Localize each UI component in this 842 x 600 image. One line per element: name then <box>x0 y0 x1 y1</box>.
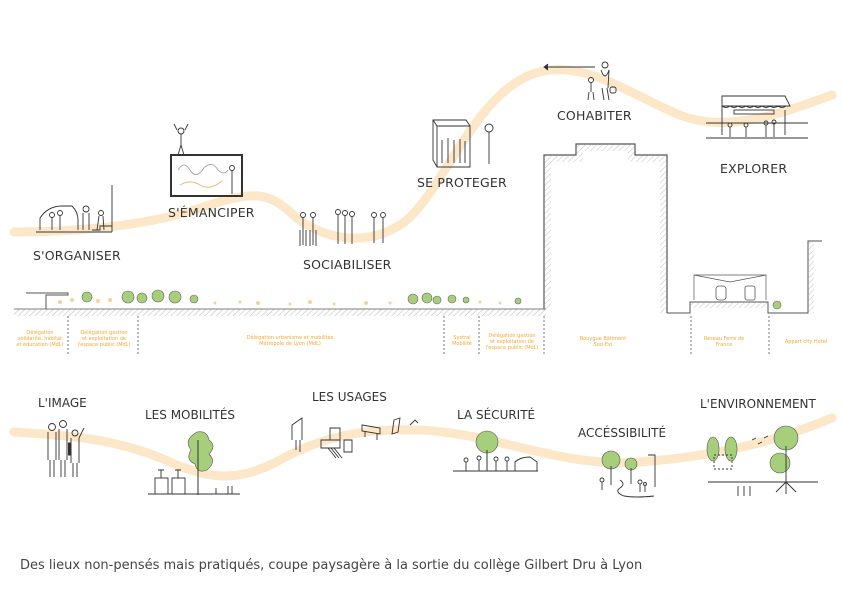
theme-label-emanciper: S'ÉMANCIPER <box>168 205 255 220</box>
bottom-ribbon-curve <box>9 413 837 481</box>
zone-label-rff: Réseau Ferré de France <box>703 336 745 348</box>
zone-label-gestion-1: Délégation gestion et exploitation de l'… <box>77 330 131 348</box>
environnement-illustration <box>706 425 818 496</box>
usages-illustration <box>291 417 419 459</box>
zone-label-bouygue: Bouygue Bâtiment Sud-Est <box>579 336 627 348</box>
theme-label-proteger: SE PROTEGER <box>417 175 507 190</box>
zone-dividers <box>67 316 770 355</box>
ground-flowers <box>58 298 502 306</box>
securite-illustration <box>453 430 538 472</box>
mobilites-illustration <box>148 431 240 495</box>
theme-label-explorer: EXPLORER <box>720 161 788 176</box>
zone-label-solidarite: Délégation solidarité, habitat et éducat… <box>16 330 64 348</box>
theme-label-securite: LA SÉCURITÉ <box>457 408 536 422</box>
image-illustration <box>47 420 85 477</box>
railway-section <box>667 240 822 314</box>
theme-label-image: L'IMAGE <box>38 396 87 410</box>
theme-label-organiser: S'ORGANISER <box>33 248 121 263</box>
ground-section <box>14 292 546 316</box>
sociabiliser-illustration <box>299 209 386 246</box>
zone-label-urbanisme: Délégation urbanisme et mobilités Métrop… <box>246 335 334 347</box>
theme-label-sociabiliser: SOCIABILISER <box>303 257 392 272</box>
ground-vegetation <box>81 289 782 310</box>
theme-label-accessibilite: ACCÉSSIBILITÉ <box>578 426 667 440</box>
accessibilite-illustration <box>599 450 656 498</box>
proteger-illustration <box>432 119 494 168</box>
zone-label-systral: Systral Mobilité <box>452 335 472 347</box>
zone-label-appart-city: Appart city Hotel <box>784 339 828 345</box>
theme-label-mobilites: LES MOBILITÉS <box>145 408 236 422</box>
emanciper-illustration <box>170 123 243 197</box>
theme-label-cohabiter: COHABITER <box>557 108 632 123</box>
top-ribbon-curve <box>9 65 837 243</box>
explorer-illustration <box>706 95 808 139</box>
figure-caption: Des lieux non-pensés mais pratiqués, cou… <box>20 558 643 573</box>
theme-label-environnement: L'ENVIRONNEMENT <box>700 397 816 411</box>
zone-label-gestion-2: Délégation gestion et exploitation de l'… <box>485 333 539 351</box>
cohabiter-illustration <box>543 61 617 101</box>
theme-label-usages: LES USAGES <box>312 390 387 404</box>
building-section <box>543 143 668 313</box>
organiser-illustration <box>36 185 113 233</box>
